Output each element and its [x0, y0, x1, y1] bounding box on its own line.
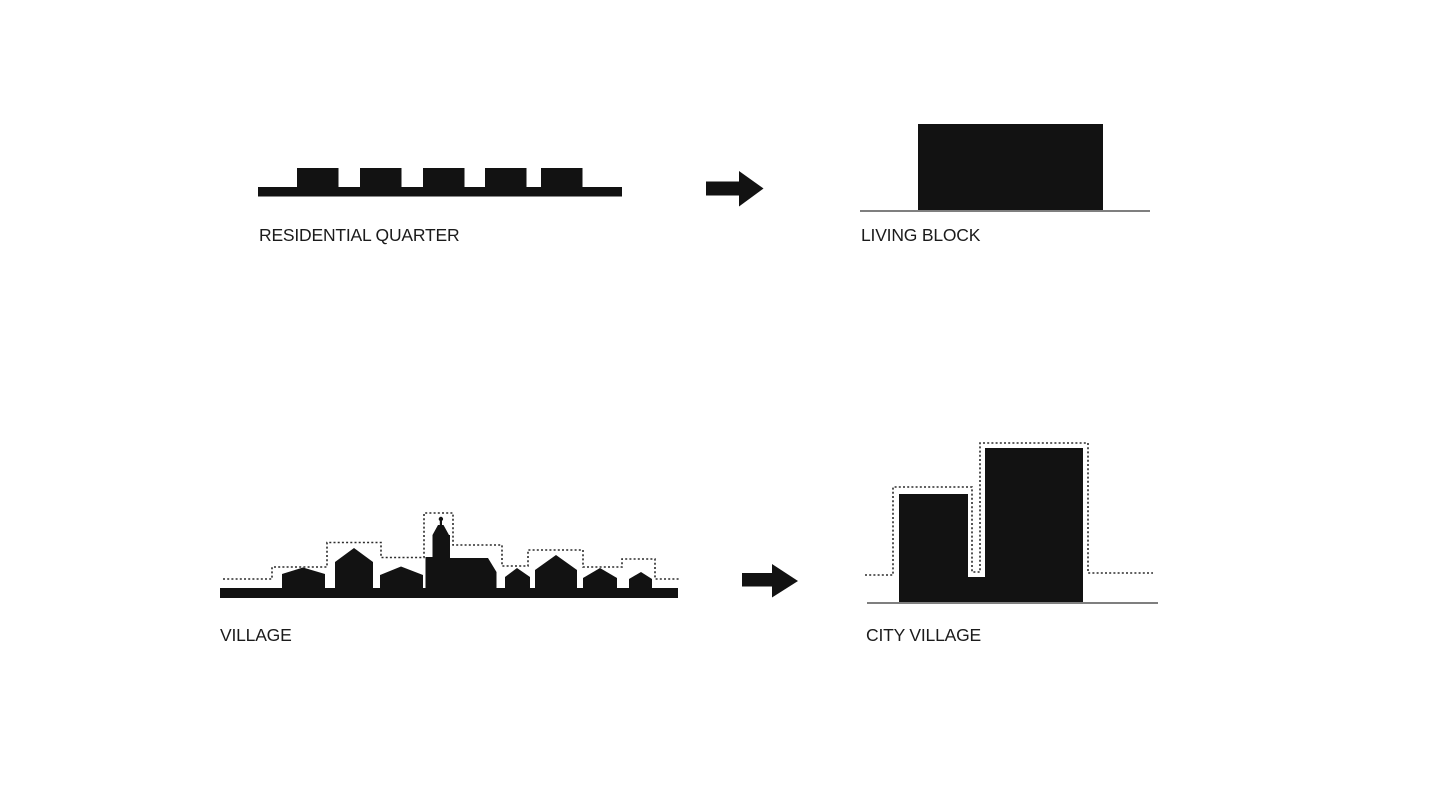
city-towers-mass — [899, 448, 1083, 602]
residential-quarter-icon — [258, 166, 622, 198]
village-house-6 — [535, 555, 577, 588]
church-finial-ball — [438, 516, 444, 522]
city-village-towers-icon — [860, 435, 1162, 607]
dotted-massing-outline — [865, 442, 1153, 576]
village-house-7 — [583, 568, 617, 588]
arrow-head — [739, 171, 764, 207]
village-label: VILLAGE — [220, 625, 292, 645]
arrow-head — [772, 564, 798, 598]
village-house-8 — [629, 572, 652, 588]
ground-bar — [220, 588, 678, 598]
church-finial-stem — [439, 520, 442, 526]
village-house-2 — [335, 548, 373, 588]
village-house-3 — [380, 566, 423, 588]
block-mass — [918, 124, 1103, 210]
arrow-shaft — [706, 181, 739, 196]
dotted-massing-outline — [223, 512, 680, 580]
church-nave — [450, 558, 497, 588]
residential-quarter-label: RESIDENTIAL QUARTER — [259, 225, 460, 245]
house-block-4 — [485, 168, 527, 188]
arrow-shaft — [742, 573, 773, 587]
house-block-2 — [360, 168, 402, 188]
village-skyline-icon — [218, 508, 686, 603]
living-block-icon — [858, 122, 1152, 214]
living-block-label: LIVING BLOCK — [861, 225, 981, 245]
village-silhouette — [220, 516, 678, 598]
arrow-right-icon — [705, 168, 765, 209]
house-block-1 — [297, 168, 339, 188]
village-house-1 — [282, 567, 325, 588]
church-tower-cap — [432, 525, 449, 535]
arrow-right-icon — [740, 562, 800, 600]
church-tower — [432, 535, 450, 589]
church-annex — [425, 557, 434, 589]
house-block-5 — [541, 168, 583, 188]
city-village-label: CITY VILLAGE — [866, 625, 981, 645]
village-house-5 — [505, 568, 530, 588]
house-block-3 — [423, 168, 465, 188]
residential-quarter-silhouette — [258, 168, 622, 197]
ground-bar — [258, 187, 622, 197]
